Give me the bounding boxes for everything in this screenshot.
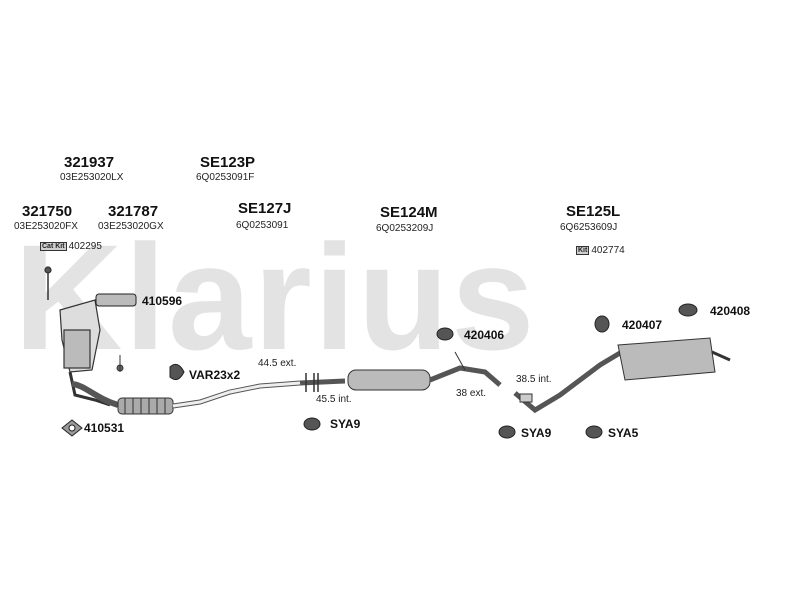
part-number-se127j: SE127J xyxy=(238,200,292,217)
hanger-drawings xyxy=(61,293,698,439)
fitting-var23x2: VAR23x2 xyxy=(189,368,241,382)
rear-section-drawing xyxy=(513,337,731,414)
kit-number: 402774 xyxy=(591,245,625,256)
oe-number-321937: 03E253020LX xyxy=(60,172,124,183)
cat-kit-number: 402295 xyxy=(68,241,102,252)
part-number-se123p: SE123P xyxy=(200,154,256,171)
oe-number-321787: 03E253020GX xyxy=(98,221,164,232)
fitting-410531: 410531 xyxy=(84,421,125,435)
dimension-38-ext: 38 ext. xyxy=(456,388,487,399)
oe-number-se127j: 6Q0253091 xyxy=(236,220,289,231)
fitting-sya9-rear: SYA9 xyxy=(521,426,552,440)
fitting-sya9-centre: SYA9 xyxy=(330,417,361,431)
fitting-420406: 420406 xyxy=(464,328,505,342)
part-number-321750: 321750 xyxy=(22,203,73,220)
fitting-420407: 420407 xyxy=(622,318,663,332)
oe-number-se124m: 6Q0253209J xyxy=(376,223,434,234)
front-pipe-drawing xyxy=(71,355,301,415)
fitting-420408: 420408 xyxy=(710,304,751,318)
dimension-44-5-ext: 44.5 ext. xyxy=(258,358,297,369)
oe-number-se123p: 6Q0253091F xyxy=(196,172,255,183)
part-number-321787: 321787 xyxy=(108,203,159,220)
part-number-se125l: SE125L xyxy=(566,203,621,220)
fitting-sya5: SYA5 xyxy=(608,426,639,440)
part-number-se124m: SE124M xyxy=(380,204,438,221)
fitting-410596: 410596 xyxy=(142,294,183,308)
centre-section-drawing xyxy=(299,351,502,392)
cat-kit-badge: Cat Kit xyxy=(40,242,67,251)
dimension-45-5-int: 45.5 int. xyxy=(316,394,352,405)
dimension-38-5-int: 38.5 int. xyxy=(516,374,552,385)
kit-badge: Kit xyxy=(576,246,590,255)
oe-number-se125l: 6Q6253609J xyxy=(560,222,618,233)
part-number-321937: 321937 xyxy=(64,154,115,171)
oe-number-321750: 03E253020FX xyxy=(14,221,78,232)
